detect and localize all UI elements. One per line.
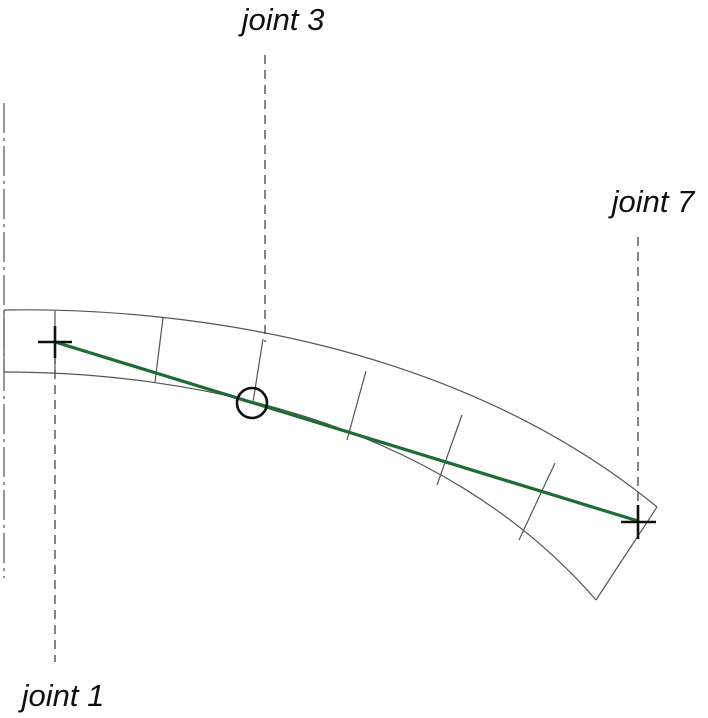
chord-line: [53, 340, 640, 523]
plus-marker-icon: [38, 326, 72, 358]
plus-marker-icon: [621, 505, 656, 539]
joint-7-label: joint 7: [608, 184, 696, 219]
circle-marker-icon: [235, 386, 269, 420]
segment-divider: [518, 462, 556, 541]
beam-outline: [3, 309, 658, 601]
segment-divider: [346, 370, 367, 441]
beam-top-edge: [3, 309, 658, 508]
joint-3-label: joint 3: [238, 2, 325, 37]
beam-bottom-edge: [3, 371, 597, 601]
joint-guides: [54, 55, 639, 662]
segment-divider: [436, 414, 463, 486]
segment-divider: [252, 338, 264, 403]
joint-1-label: joint 1: [18, 678, 105, 713]
segment-divider: [154, 317, 164, 383]
